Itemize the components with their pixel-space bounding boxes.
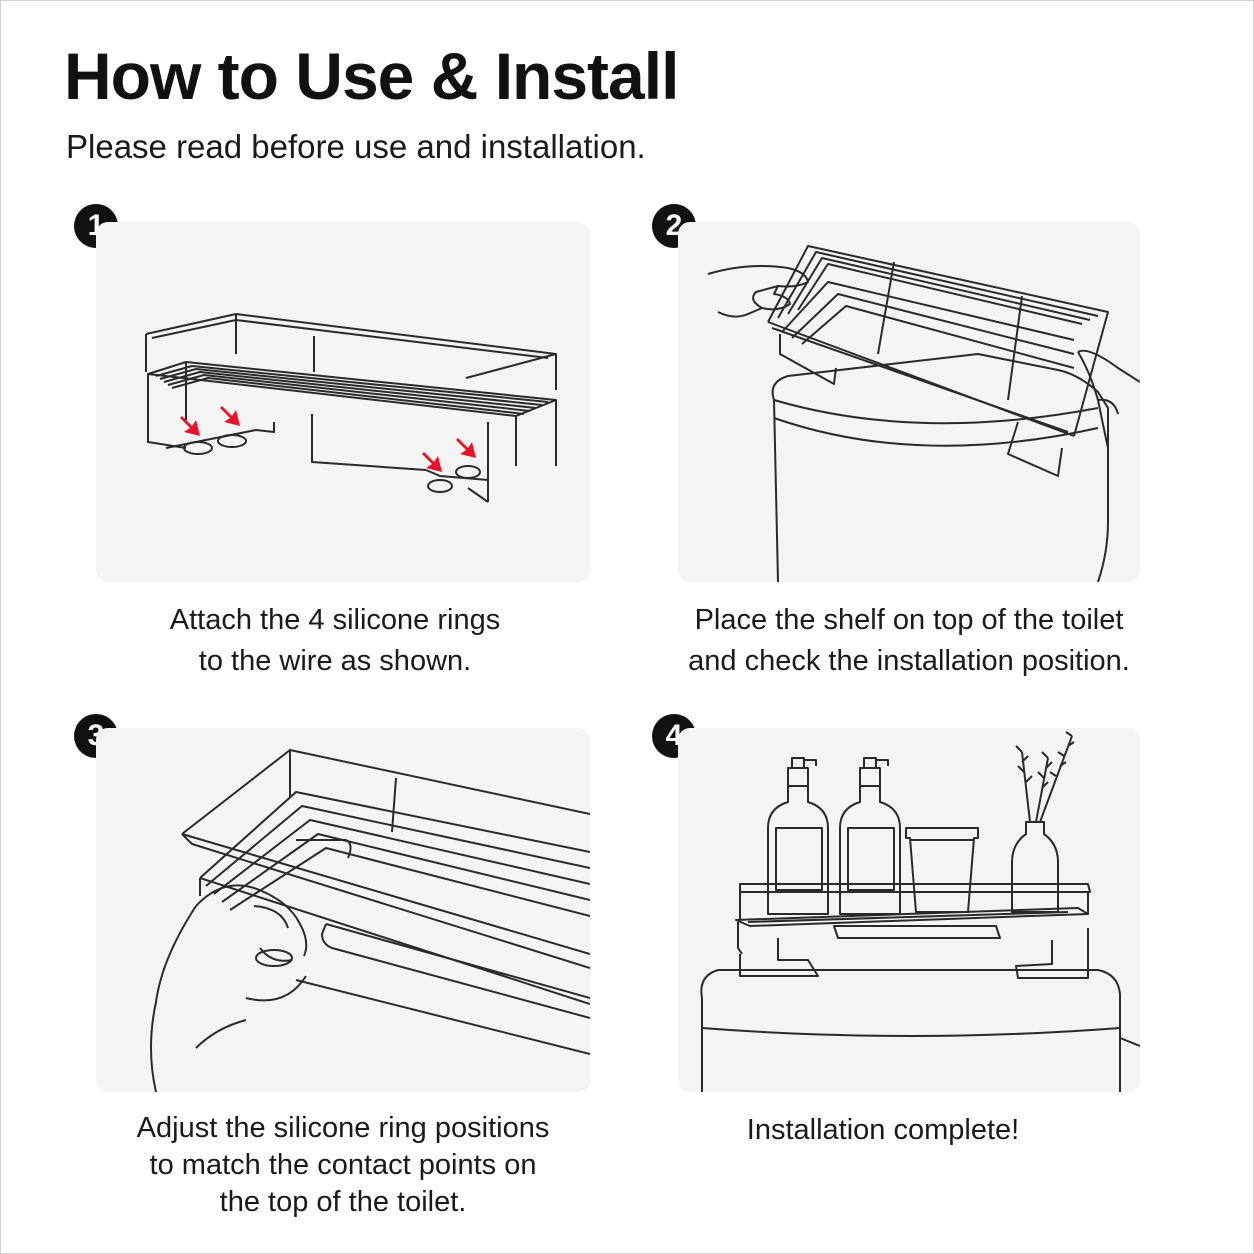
- step-3-caption-line: Adjust the silicone ring positions: [136, 1112, 550, 1144]
- step-3-illustration: [96, 728, 590, 1092]
- step-4-illustration: [678, 728, 1140, 1092]
- step-1-caption-line: to the wire as shown.: [198, 645, 472, 677]
- step-2-placing-shelf-drawing: [707, 245, 1140, 582]
- step-3-caption: Adjust the silicone ring positions to ma…: [96, 1110, 590, 1221]
- step-1-caption: Attach the 4 silicone rings to the wire …: [96, 600, 574, 682]
- step-4-caption-line: Installation complete!: [746, 1114, 1020, 1146]
- page-subtitle: Please read before use and installation.: [66, 128, 646, 165]
- step-4-installed-shelf-drawing: [700, 731, 1140, 1092]
- step-3-adjust-rings-drawing: [150, 749, 590, 1092]
- page-title: How to Use & Install: [64, 39, 679, 113]
- step-3-caption-line: the top of the toilet.: [219, 1186, 467, 1218]
- step-1-caption-line: Attach the 4 silicone rings: [169, 604, 501, 636]
- step-3-caption-line: to match the contact points on: [149, 1149, 537, 1181]
- step-1-shelf-rings-drawing: [145, 313, 557, 503]
- step-2-caption: Place the shelf on top of the toilet and…: [660, 600, 1158, 682]
- step-2-caption-line: Place the shelf on top of the toilet: [694, 604, 1124, 636]
- step-4-caption: Installation complete!: [660, 1110, 1106, 1151]
- step-2-illustration: [678, 222, 1140, 582]
- step-1-illustration: [96, 222, 590, 582]
- step-2-caption-line: and check the installation position.: [688, 645, 1130, 677]
- arrow-icon: [180, 406, 476, 472]
